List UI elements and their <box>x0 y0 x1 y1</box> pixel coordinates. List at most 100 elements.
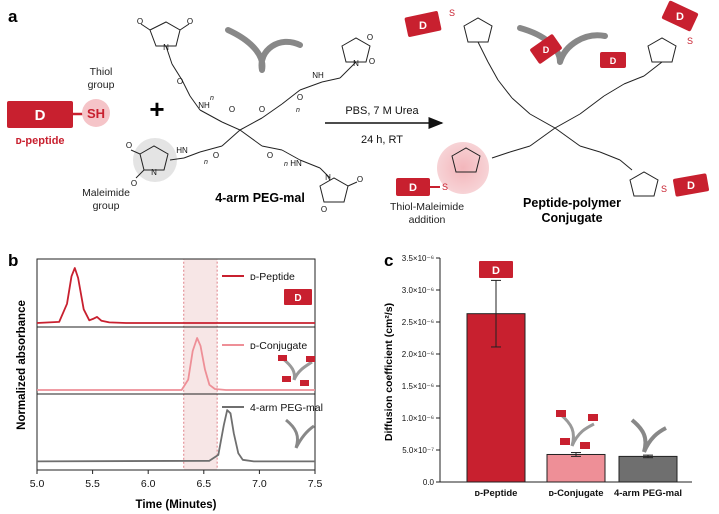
thiol-maleimide-highlight <box>437 142 489 194</box>
bar-icon-conjugate <box>556 410 598 449</box>
peptide-block <box>7 101 73 128</box>
highlight-band <box>183 258 218 471</box>
category-label: ᴅ-Conjugate <box>548 488 603 499</box>
legend-peg: 4-arm PEG-mal <box>222 402 323 449</box>
conjugate-label-1: Peptide-polymer <box>523 196 621 210</box>
peptide-d-letter: D <box>543 45 550 55</box>
atom-hn: HN <box>176 146 188 155</box>
conjugate-coil-icon <box>517 25 608 65</box>
peptide-d-letter: D <box>492 265 500 277</box>
atom-o: O <box>357 175 363 184</box>
peptide-block <box>396 178 430 196</box>
condition-top: PBS, 7 M Urea <box>345 105 419 117</box>
x-tick-label: 5.5 <box>85 478 100 490</box>
thiol-maleimide-label-2: addition <box>409 214 446 226</box>
y-tick-label: 0.0 <box>423 478 435 487</box>
x-tick-label: 7.5 <box>308 478 323 490</box>
subscript-n: n <box>204 159 208 166</box>
condition-bottom: 24 h, RT <box>361 134 403 146</box>
sulfur-atom: S <box>661 184 667 194</box>
peptide-d-letter: D <box>35 107 46 124</box>
trace-line <box>36 267 315 324</box>
thiol-sh-label: SH <box>87 106 105 121</box>
bar-icon-peptide: D <box>479 261 513 278</box>
d-peptide-group: D SH Thiol group ᴅ-peptide <box>7 66 115 147</box>
conjugate-peptide-bottom-right: D S <box>661 173 709 197</box>
sulfur-atom: S <box>687 36 693 46</box>
plus-sign: + <box>149 94 164 124</box>
conjugate-label-2: Conjugate <box>541 211 602 225</box>
peptide-d-letter: D <box>687 180 695 192</box>
polymer-coil-icon <box>225 27 303 73</box>
atom-o: O <box>229 105 235 114</box>
legend-label: ᴅ-Peptide <box>250 271 295 283</box>
conjugate-structure <box>437 17 677 197</box>
atom-o: O <box>126 141 132 150</box>
y-tick-label: 1.5×10⁻⁶ <box>402 382 434 391</box>
atom-o: O <box>369 57 375 66</box>
atom-n: N <box>151 168 157 177</box>
peptide-block <box>284 289 312 305</box>
sulfur-atom: S <box>449 8 455 18</box>
x-tick-label: 7.0 <box>252 478 267 490</box>
plot-b-frames <box>36 258 316 471</box>
peptide-d-letter: D <box>409 182 417 194</box>
thiol-highlight <box>82 99 110 127</box>
subscript-n: n <box>284 161 288 168</box>
sulfur-atom: S <box>442 182 448 192</box>
y-tick-label: 1.0×10⁻⁶ <box>402 414 434 423</box>
peptide-d-letter: D <box>294 293 301 304</box>
atom-o: O <box>177 77 183 86</box>
conjugate-peptide-coil-left: D <box>530 34 562 64</box>
atom-o: O <box>137 17 143 26</box>
x-tick-label: 5.0 <box>30 478 45 490</box>
polymer-icon <box>285 418 315 449</box>
x-tick-label: 6.0 <box>141 478 156 490</box>
atom-n: N <box>325 173 331 182</box>
atom-nh: NH <box>312 71 324 80</box>
peptide-block <box>282 376 291 382</box>
subscript-n: n <box>210 95 214 102</box>
maleimide-group-label-2: group <box>93 200 120 212</box>
maleimide-highlight <box>133 138 177 182</box>
x-tick-label: 6.5 <box>196 478 211 490</box>
atom-o: O <box>259 105 265 114</box>
y-tick-label: 3.0×10⁻⁶ <box>402 286 434 295</box>
trace-line <box>37 337 315 391</box>
subplot-frame-bottom <box>36 393 316 471</box>
conjugate-peptides: D S D S D D D S D S <box>396 0 709 197</box>
legend-conjugate: ᴅ-Conjugate <box>222 340 315 386</box>
bar <box>618 455 678 483</box>
peptide-block <box>580 442 590 449</box>
peptide-d-letter: D <box>610 56 617 66</box>
category-label: 4-arm PEG-mal <box>614 488 682 499</box>
thiol-maleimide-label-1: Thiol-Maleimide <box>390 201 464 213</box>
conjugate-peptide-top-left: D S <box>404 8 455 37</box>
thiol-group-label-2: group <box>88 79 115 91</box>
peptide-block <box>479 261 513 278</box>
bar-icon-peg <box>630 418 667 453</box>
peptide-d-letter: D <box>676 11 684 23</box>
peptide-block <box>530 34 562 64</box>
conjugate-peptide-top-right: D S <box>661 0 699 46</box>
subplot-frame-middle <box>36 326 316 395</box>
y-axis-ticks: 0.05.0×10⁻⁷1.0×10⁻⁶1.5×10⁻⁶2.0×10⁻⁶2.5×1… <box>402 254 440 487</box>
legend-label: ᴅ-Conjugate <box>250 340 307 352</box>
panel-label-c: c <box>384 251 393 270</box>
peg-label: 4-arm PEG-mal <box>215 191 305 205</box>
peptide-block <box>661 0 699 32</box>
peptide-block <box>278 355 287 361</box>
peptide-block <box>404 11 442 37</box>
trace-line <box>36 409 315 463</box>
conjugate-peptide-bottom-left: D S <box>396 178 448 196</box>
x-axis-ticks: 5.0 5.5 6.0 6.5 7.0 7.5 <box>30 470 323 490</box>
y-tick-label: 5.0×10⁻⁷ <box>402 446 434 455</box>
atom-o: O <box>267 151 273 160</box>
panel-label-b: b <box>8 251 18 270</box>
y-tick-label: 3.5×10⁻⁶ <box>402 254 434 263</box>
conjugate-peptide-coil-right: D <box>600 52 626 68</box>
atom-hn: HN <box>290 159 302 168</box>
